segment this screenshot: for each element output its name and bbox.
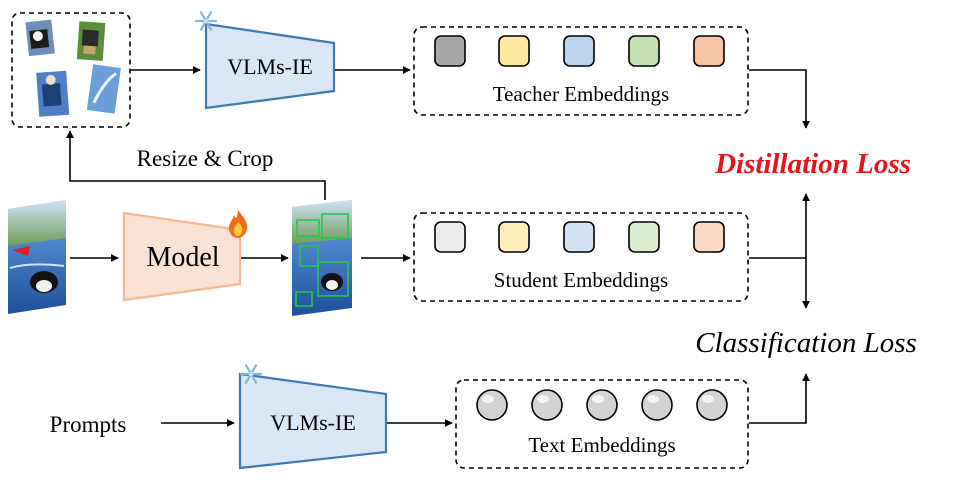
crop-image-4: [86, 64, 121, 114]
classification-loss-label: Classification Loss: [695, 327, 917, 359]
crop-image-3: [36, 70, 70, 117]
crop-image-2: [76, 21, 106, 61]
teacher-embedding-token-3: [563, 35, 595, 67]
teacher-embedding-token-5: [693, 35, 725, 67]
text-embedding-token-3: [586, 389, 618, 421]
teacher-embedding-token-2: [498, 35, 530, 67]
student-embedding-token-3: [563, 221, 595, 253]
arrow-text-to-classification: [749, 373, 810, 424]
fire-icon: [229, 210, 248, 238]
vlm-bottom-label: VLMs-IE: [270, 410, 356, 435]
teacher-embedding-token-4: [628, 35, 660, 67]
text-embedding-token-5: [696, 389, 728, 421]
crop-image-1: [25, 19, 55, 57]
student-embeddings-label: Student Embeddings: [494, 268, 668, 292]
text-embeddings-label: Text Embeddings: [528, 433, 675, 457]
snowflake-icon: [194, 11, 218, 31]
text-embedding-token-1: [476, 389, 508, 421]
prompts-label: Prompts: [50, 412, 127, 437]
student-embedding-token-4: [628, 221, 660, 253]
text-embedding-highlight: [482, 395, 494, 403]
student-embedding-token-5: [693, 221, 725, 253]
input-image: [8, 200, 66, 314]
student-embedding-token-1: [434, 221, 466, 253]
arrow-resize-crop: [66, 130, 326, 200]
text-embedding-highlight: [592, 395, 604, 403]
resize-crop-label: Resize & Crop: [137, 146, 274, 171]
distillation-loss-label: Distillation Loss: [714, 148, 911, 180]
teacher-embedding-token-1: [434, 35, 466, 67]
vlm-bottom-block: VLMs-IE: [238, 372, 388, 470]
text-embedding-token-4: [641, 389, 673, 421]
snowflake-icon: [239, 364, 263, 384]
text-embedding-token-2: [531, 389, 563, 421]
teacher-embeddings-box: Teacher Embeddings: [413, 26, 749, 116]
detection-output-image: [292, 200, 352, 316]
teacher-embeddings-label: Teacher Embeddings: [493, 82, 669, 106]
student-embeddings-box: Student Embeddings: [413, 212, 749, 302]
vlm-top-label: VLMs-IE: [227, 54, 313, 79]
text-embeddings-box: Text Embeddings: [455, 379, 749, 469]
vlm-top-block: VLMs-IE: [204, 22, 336, 110]
crops-box: [11, 12, 131, 128]
text-embedding-highlight: [537, 395, 549, 403]
student-embedding-token-2: [498, 221, 530, 253]
model-label: Model: [146, 242, 219, 273]
model-block: Model: [122, 211, 242, 302]
arrow-teacher-to-loss: [749, 69, 810, 129]
text-embedding-highlight: [647, 395, 659, 403]
text-embedding-highlight: [702, 395, 714, 403]
